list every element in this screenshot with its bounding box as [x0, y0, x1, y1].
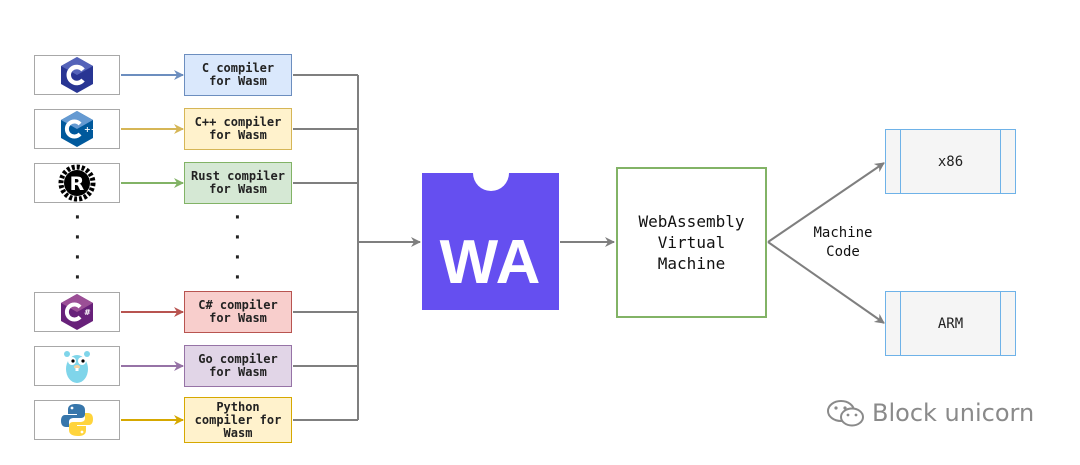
arm-output-box: ARM: [885, 291, 1016, 356]
watermark: Block unicorn: [826, 398, 1034, 428]
webassembly-logo: WA: [422, 155, 559, 310]
x86-output-box: x86: [885, 129, 1016, 194]
python-language-box: [34, 400, 120, 440]
webassembly-logo-notch: [473, 155, 509, 191]
go-gopher-icon: [64, 351, 90, 383]
wechat-icon: [827, 400, 864, 427]
cpp-compiler-box: C++ compiler for Wasm: [184, 108, 292, 150]
python-compiler-box: Python compiler for Wasm: [184, 397, 292, 443]
go-language-box: [34, 346, 120, 386]
svg-text:#: #: [84, 308, 91, 317]
csharp-compiler-box: C# compiler for Wasm: [184, 291, 292, 333]
python-language-icon: [61, 404, 93, 436]
compiler-bus: [293, 74, 359, 421]
cpp-language-icon: ++: [61, 111, 95, 147]
rust-compiler-box: Rust compiler for Wasm: [184, 162, 292, 204]
ellipsis-dots-languages: ····: [72, 207, 83, 288]
machine-code-label: Machine Code: [813, 225, 873, 260]
webassembly-vm-box: WebAssembly Virtual Machine: [616, 167, 767, 318]
csharp-language-icon: #: [61, 294, 93, 330]
watermark-text: Block unicorn: [872, 399, 1035, 427]
x86-label: x86: [937, 153, 964, 170]
webassembly-logo-text: WA: [439, 228, 542, 297]
ellipsis-dots-compilers: ····: [232, 207, 243, 288]
arm-label: ARM: [937, 315, 964, 332]
csharp-language-box: #: [34, 292, 120, 332]
c-language-box: [34, 55, 120, 95]
arrow-vm-to-arm: [767, 241, 885, 324]
rust-language-icon: R: [58, 164, 96, 202]
svg-text:R: R: [70, 173, 85, 195]
cpp-language-box: ++: [34, 109, 120, 149]
svg-text:++: ++: [84, 125, 95, 134]
arrow-vm-to-x86: [767, 162, 885, 243]
go-compiler-box: Go compiler for Wasm: [184, 345, 292, 387]
c-compiler-box: C compiler for Wasm: [184, 54, 292, 96]
c-language-icon: [61, 57, 93, 93]
rust-language-box: R: [34, 163, 120, 203]
